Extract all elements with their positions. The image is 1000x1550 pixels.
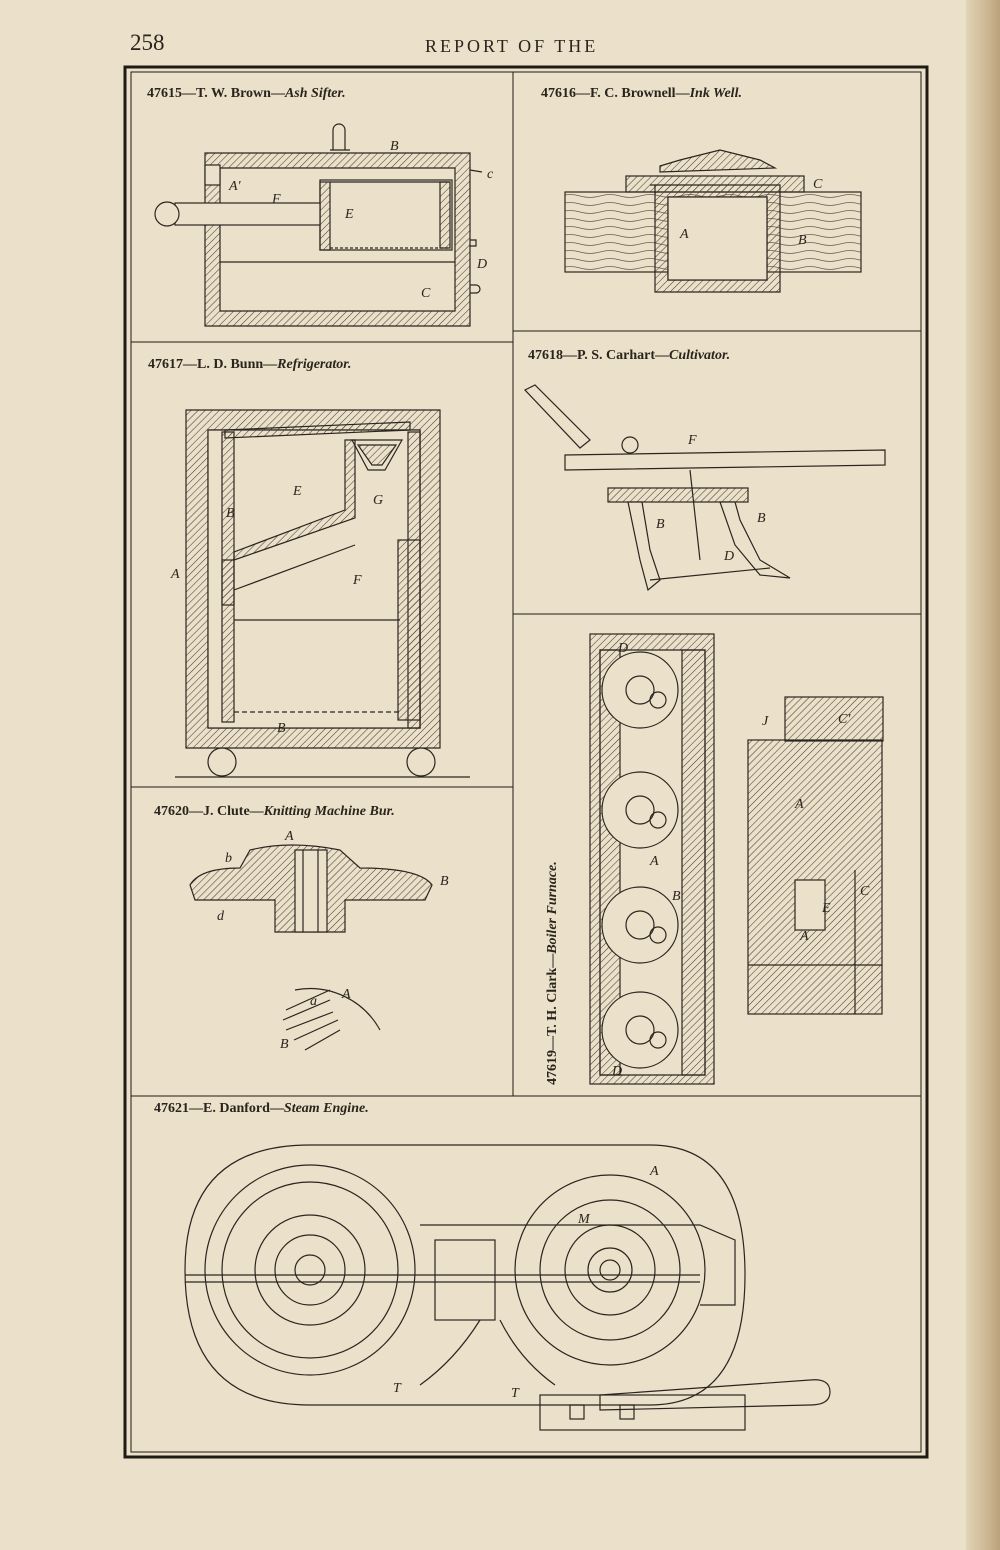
label-text: B bbox=[226, 506, 235, 521]
caption-47616: 47616—F. C. Brownell—Ink Well. bbox=[541, 86, 742, 102]
label-text: B bbox=[440, 874, 449, 889]
caption-47621: 47621—E. Danford—Steam Engine. bbox=[154, 1101, 369, 1117]
separator: — bbox=[655, 348, 670, 363]
label-text: A bbox=[649, 854, 659, 869]
label-text: C bbox=[421, 286, 431, 301]
label-text: B bbox=[757, 511, 766, 526]
label-text: E bbox=[344, 207, 354, 222]
inventor-name: L. D. Bunn bbox=[197, 357, 264, 372]
ash-sifter-drawing bbox=[154, 123, 483, 327]
inventor-name: F. C. Brownell bbox=[590, 86, 676, 101]
caption-47619: 47619—T. H. Clark—Boiler Furnace. bbox=[545, 861, 561, 1085]
label-text: B bbox=[672, 889, 681, 904]
invention-title: Ink Well. bbox=[689, 86, 742, 101]
separator: — bbox=[545, 1036, 560, 1050]
book-spine-shadow bbox=[966, 0, 1000, 1550]
steam-engine-drawing bbox=[184, 1144, 831, 1431]
label-text: F bbox=[687, 433, 697, 448]
separator: — bbox=[182, 86, 196, 101]
patent-number: 47619 bbox=[545, 1050, 560, 1085]
separator: — bbox=[545, 953, 560, 968]
label-text: A bbox=[170, 567, 180, 582]
invention-title: Boiler Furnace. bbox=[545, 861, 560, 954]
label-text: A bbox=[679, 227, 689, 242]
separator: — bbox=[675, 86, 690, 101]
label-text: E bbox=[821, 901, 831, 916]
cultivator-drawing bbox=[524, 384, 886, 592]
caption-47617: 47617—L. D. Bunn—Refrigerator. bbox=[148, 357, 351, 373]
label-text: T bbox=[393, 1381, 402, 1396]
invention-title: Refrigerator. bbox=[277, 357, 352, 372]
ink-well-drawing bbox=[564, 149, 862, 293]
label-text: A bbox=[341, 987, 351, 1002]
patent-number: 47615 bbox=[147, 86, 182, 101]
label-text: B bbox=[390, 139, 399, 154]
label-text: b bbox=[225, 851, 232, 866]
label-text: E bbox=[292, 484, 302, 499]
label-text: F bbox=[271, 192, 281, 207]
separator: — bbox=[249, 804, 264, 819]
label-text: c bbox=[487, 167, 494, 182]
label-text: C bbox=[860, 884, 870, 899]
label-text: D bbox=[723, 549, 734, 564]
inventor-name: E. Danford bbox=[203, 1101, 270, 1116]
label-text: B bbox=[280, 1037, 289, 1052]
label-text: B bbox=[798, 233, 807, 248]
separator: — bbox=[576, 86, 590, 101]
knitting-bur-drawing bbox=[189, 844, 433, 1051]
patent-number: 47621 bbox=[154, 1101, 189, 1116]
separator: — bbox=[183, 357, 197, 372]
caption-47620: 47620—J. Clute—Knitting Machine Bur. bbox=[154, 804, 395, 820]
separator: — bbox=[263, 357, 278, 372]
patent-number: 47616 bbox=[541, 86, 576, 101]
boiler-furnace-drawing bbox=[589, 633, 884, 1085]
label-text: C bbox=[813, 177, 823, 192]
page-number: 258 bbox=[130, 30, 165, 55]
label-text: D bbox=[617, 641, 628, 656]
label-text: A bbox=[794, 797, 804, 812]
inventor-name: J. Clute bbox=[203, 804, 250, 819]
label-text: B bbox=[277, 721, 286, 736]
refrigerator-drawing bbox=[175, 409, 470, 778]
label-text: C' bbox=[838, 712, 851, 727]
label-text: F bbox=[352, 573, 362, 588]
label-text: d bbox=[217, 909, 225, 924]
inventor-name: P. S. Carhart bbox=[577, 348, 656, 363]
invention-title: Knitting Machine Bur. bbox=[263, 804, 395, 819]
invention-title: Steam Engine. bbox=[283, 1101, 369, 1116]
separator: — bbox=[270, 86, 285, 101]
label-text: T bbox=[511, 1386, 520, 1401]
separator: — bbox=[189, 1101, 203, 1116]
label-text: B bbox=[656, 517, 665, 532]
label-text: G bbox=[373, 493, 383, 508]
separator: — bbox=[563, 348, 577, 363]
invention-title: Cultivator. bbox=[669, 348, 731, 363]
label-text: M bbox=[577, 1212, 591, 1227]
label-text: A bbox=[799, 929, 809, 944]
patent-number: 47618 bbox=[528, 348, 563, 363]
running-title: REPORT OF THE bbox=[425, 36, 599, 56]
inventor-name: T. H. Clark bbox=[545, 967, 560, 1036]
caption-47615: 47615—T. W. Brown—Ash Sifter. bbox=[147, 86, 346, 102]
patent-number: 47620 bbox=[154, 804, 189, 819]
label-text: D bbox=[611, 1064, 622, 1079]
label-text: a bbox=[310, 994, 317, 1009]
inventor-name: T. W. Brown bbox=[196, 86, 271, 101]
label-text: A' bbox=[228, 179, 242, 194]
separator: — bbox=[189, 804, 203, 819]
separator: — bbox=[269, 1101, 284, 1116]
label-text: A bbox=[649, 1164, 659, 1179]
patent-number: 47617 bbox=[148, 357, 183, 372]
plate-frame bbox=[123, 65, 929, 1459]
caption-47618: 47618—P. S. Carhart—Cultivator. bbox=[528, 348, 730, 364]
label-text: J bbox=[762, 714, 769, 729]
invention-title: Ash Sifter. bbox=[284, 86, 346, 101]
label-text: A bbox=[284, 829, 294, 844]
label-text: D bbox=[476, 257, 487, 272]
